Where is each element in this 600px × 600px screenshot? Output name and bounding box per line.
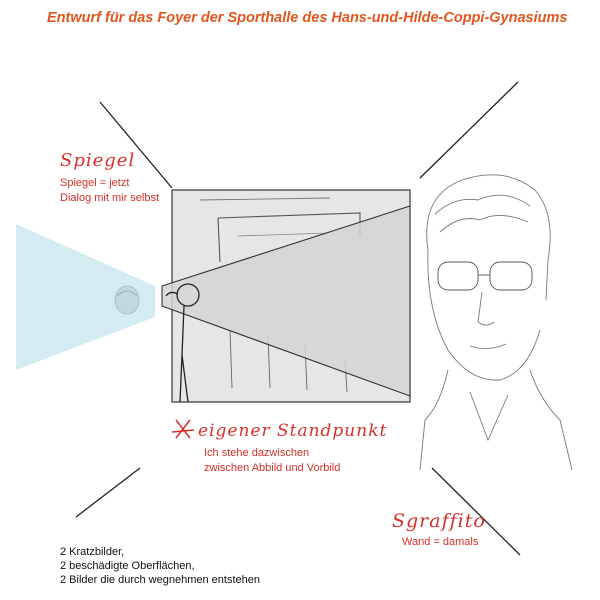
note-line-3: 2 Bilder die durch wegnehmen entstehen: [60, 574, 260, 586]
wall-scratch-line: [199, 197, 331, 201]
spiegel-note-line-1: Spiegel = jetzt: [60, 177, 130, 189]
room-corner-line-bottom-left: [75, 467, 141, 518]
stick-figure-leg-right: [181, 354, 189, 403]
standpunkt-heading: eigener Standpunkt: [198, 421, 388, 441]
portrait-sketch: [419, 174, 573, 471]
wall-scratch-line: [217, 217, 221, 263]
page-title: Entwurf für das Foyer der Sporthalle des…: [47, 10, 568, 26]
portrait-face-outline: [427, 249, 541, 381]
stick-figure-leg-left: [179, 354, 183, 403]
portrait-hair-strands: [439, 215, 529, 233]
mirror-reflection-hair: [116, 290, 138, 297]
stick-figure-body: [181, 305, 185, 356]
sgraffito-heading: Sgraffito: [392, 510, 486, 532]
standpunkt-note-line-2: zwischen Abbild und Vorbild: [204, 462, 341, 474]
spiegel-note-line-2: Dialog mit mir selbst: [60, 192, 160, 204]
portrait-neck-right: [529, 369, 573, 471]
portrait-nose: [477, 291, 495, 326]
stick-figure-arm: [165, 291, 179, 297]
sgraffito-note-line-1: Wand = damals: [402, 536, 479, 548]
portrait-mouth: [469, 343, 507, 349]
standpoint-mark: [171, 419, 195, 439]
room-corner-line-top-right: [419, 81, 519, 179]
note-line-2: 2 beschädigte Oberflächen,: [60, 560, 195, 572]
portrait-hair-strands: [434, 194, 531, 215]
wall-scratch-line: [229, 329, 233, 389]
stick-figure-head: [176, 283, 200, 307]
standpunkt-note-line-1: Ich stehe dazwischen: [204, 447, 310, 459]
room-corner-line-bottom-right: [431, 467, 521, 556]
stick-figure: [165, 283, 200, 403]
sightline-cone: [161, 205, 411, 397]
note-line-1: 2 Kratzbilder,: [60, 546, 125, 558]
standpoint-mark-stroke: [171, 429, 195, 433]
portrait-collar: [469, 391, 509, 442]
spiegel-heading: Spiegel: [60, 150, 136, 171]
portrait-glasses-left-lens: [437, 261, 479, 291]
wall-scratch-line: [237, 232, 331, 237]
mirror: [16, 224, 155, 370]
room-corner-line-top-left: [99, 101, 173, 189]
mirror-reflection: [114, 285, 140, 315]
portrait-glasses-right-lens: [489, 261, 533, 291]
portrait-hair-outline: [426, 174, 551, 301]
standpoint-mark-stroke: [175, 419, 191, 439]
portrait-neck-left: [419, 369, 449, 471]
